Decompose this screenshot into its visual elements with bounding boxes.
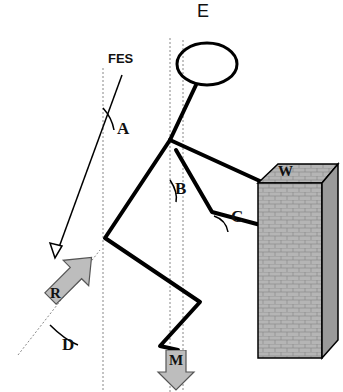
node-label: M — [169, 353, 183, 368]
figure-label: E — [197, 2, 209, 20]
load-box-shape — [254, 160, 341, 362]
reaction-arrow-shape — [38, 246, 104, 310]
node-label: R — [50, 286, 61, 301]
force-label: FES — [108, 52, 133, 65]
angle-label: B — [175, 180, 186, 197]
angle-label: C — [231, 208, 243, 225]
reaction-arrow: R — [38, 246, 104, 310]
angle-label: A — [117, 120, 129, 137]
load-box: W — [254, 160, 341, 362]
angle-label: D — [62, 336, 74, 353]
node-label: W — [278, 164, 293, 179]
mass-arrow: M — [156, 350, 196, 391]
